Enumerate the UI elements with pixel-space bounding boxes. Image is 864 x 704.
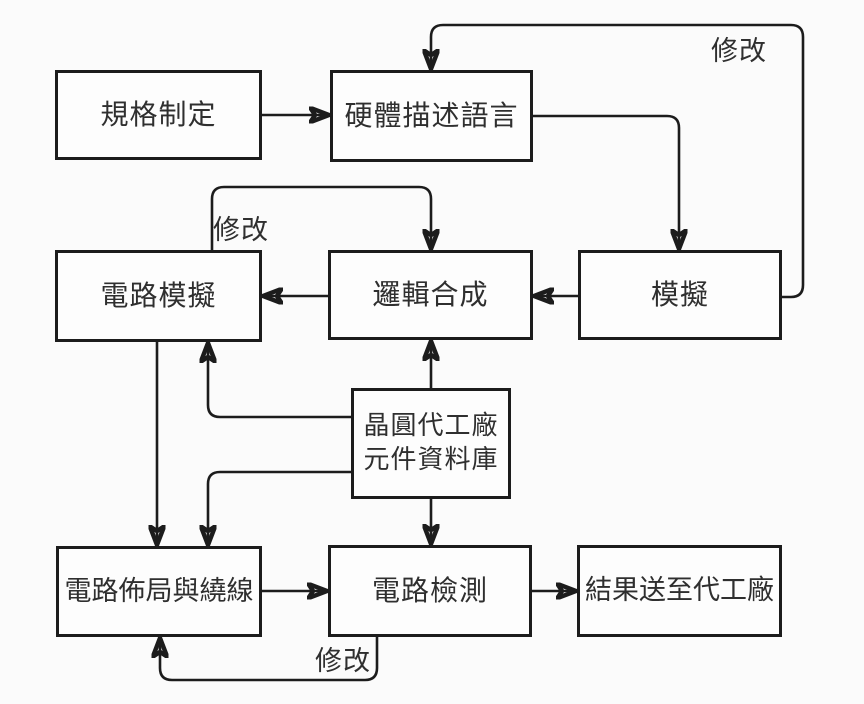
node-test: 電路檢測 <box>328 545 532 637</box>
node-logic-synth: 邏輯合成 <box>328 250 533 340</box>
node-hdl-label: 硬體描述語言 <box>344 98 519 132</box>
edge-hdl-to-sim <box>533 114 679 248</box>
node-result-label: 結果送至代工廠 <box>585 575 774 607</box>
node-sim: 模擬 <box>578 250 782 340</box>
node-hdl: 硬體描述語言 <box>330 70 533 162</box>
node-layout-label: 電路佈局與繞線 <box>64 575 254 607</box>
node-result: 結果送至代工廠 <box>577 545 782 637</box>
node-foundry-db-label-line1: 晶圓代工廠 <box>363 410 499 441</box>
node-foundry-db: 晶圓代工廠 元件資料庫 <box>351 388 511 499</box>
edge-foundry-db-to-layout <box>208 470 351 544</box>
edge-label-modify-top: 修改 <box>711 36 767 67</box>
edge-foundry-db-to-circuit-sim <box>208 344 351 419</box>
edge-label-modify-bottom: 修改 <box>315 646 371 677</box>
node-spec: 規格制定 <box>55 70 262 160</box>
node-circuit-sim-label: 電路模擬 <box>100 278 217 312</box>
edge-label-modify-mid: 修改 <box>213 215 269 246</box>
node-foundry-db-label: 晶圓代工廠 元件資料庫 <box>363 410 498 478</box>
node-foundry-db-label-line2: 元件資料庫 <box>363 444 499 475</box>
node-spec-label: 規格制定 <box>100 97 217 131</box>
node-test-label: 電路檢測 <box>371 573 488 607</box>
node-logic-synth-label: 邏輯合成 <box>372 277 489 311</box>
node-layout: 電路佈局與繞線 <box>56 546 262 637</box>
node-sim-label: 模擬 <box>650 277 709 311</box>
node-circuit-sim: 電路模擬 <box>55 250 262 342</box>
